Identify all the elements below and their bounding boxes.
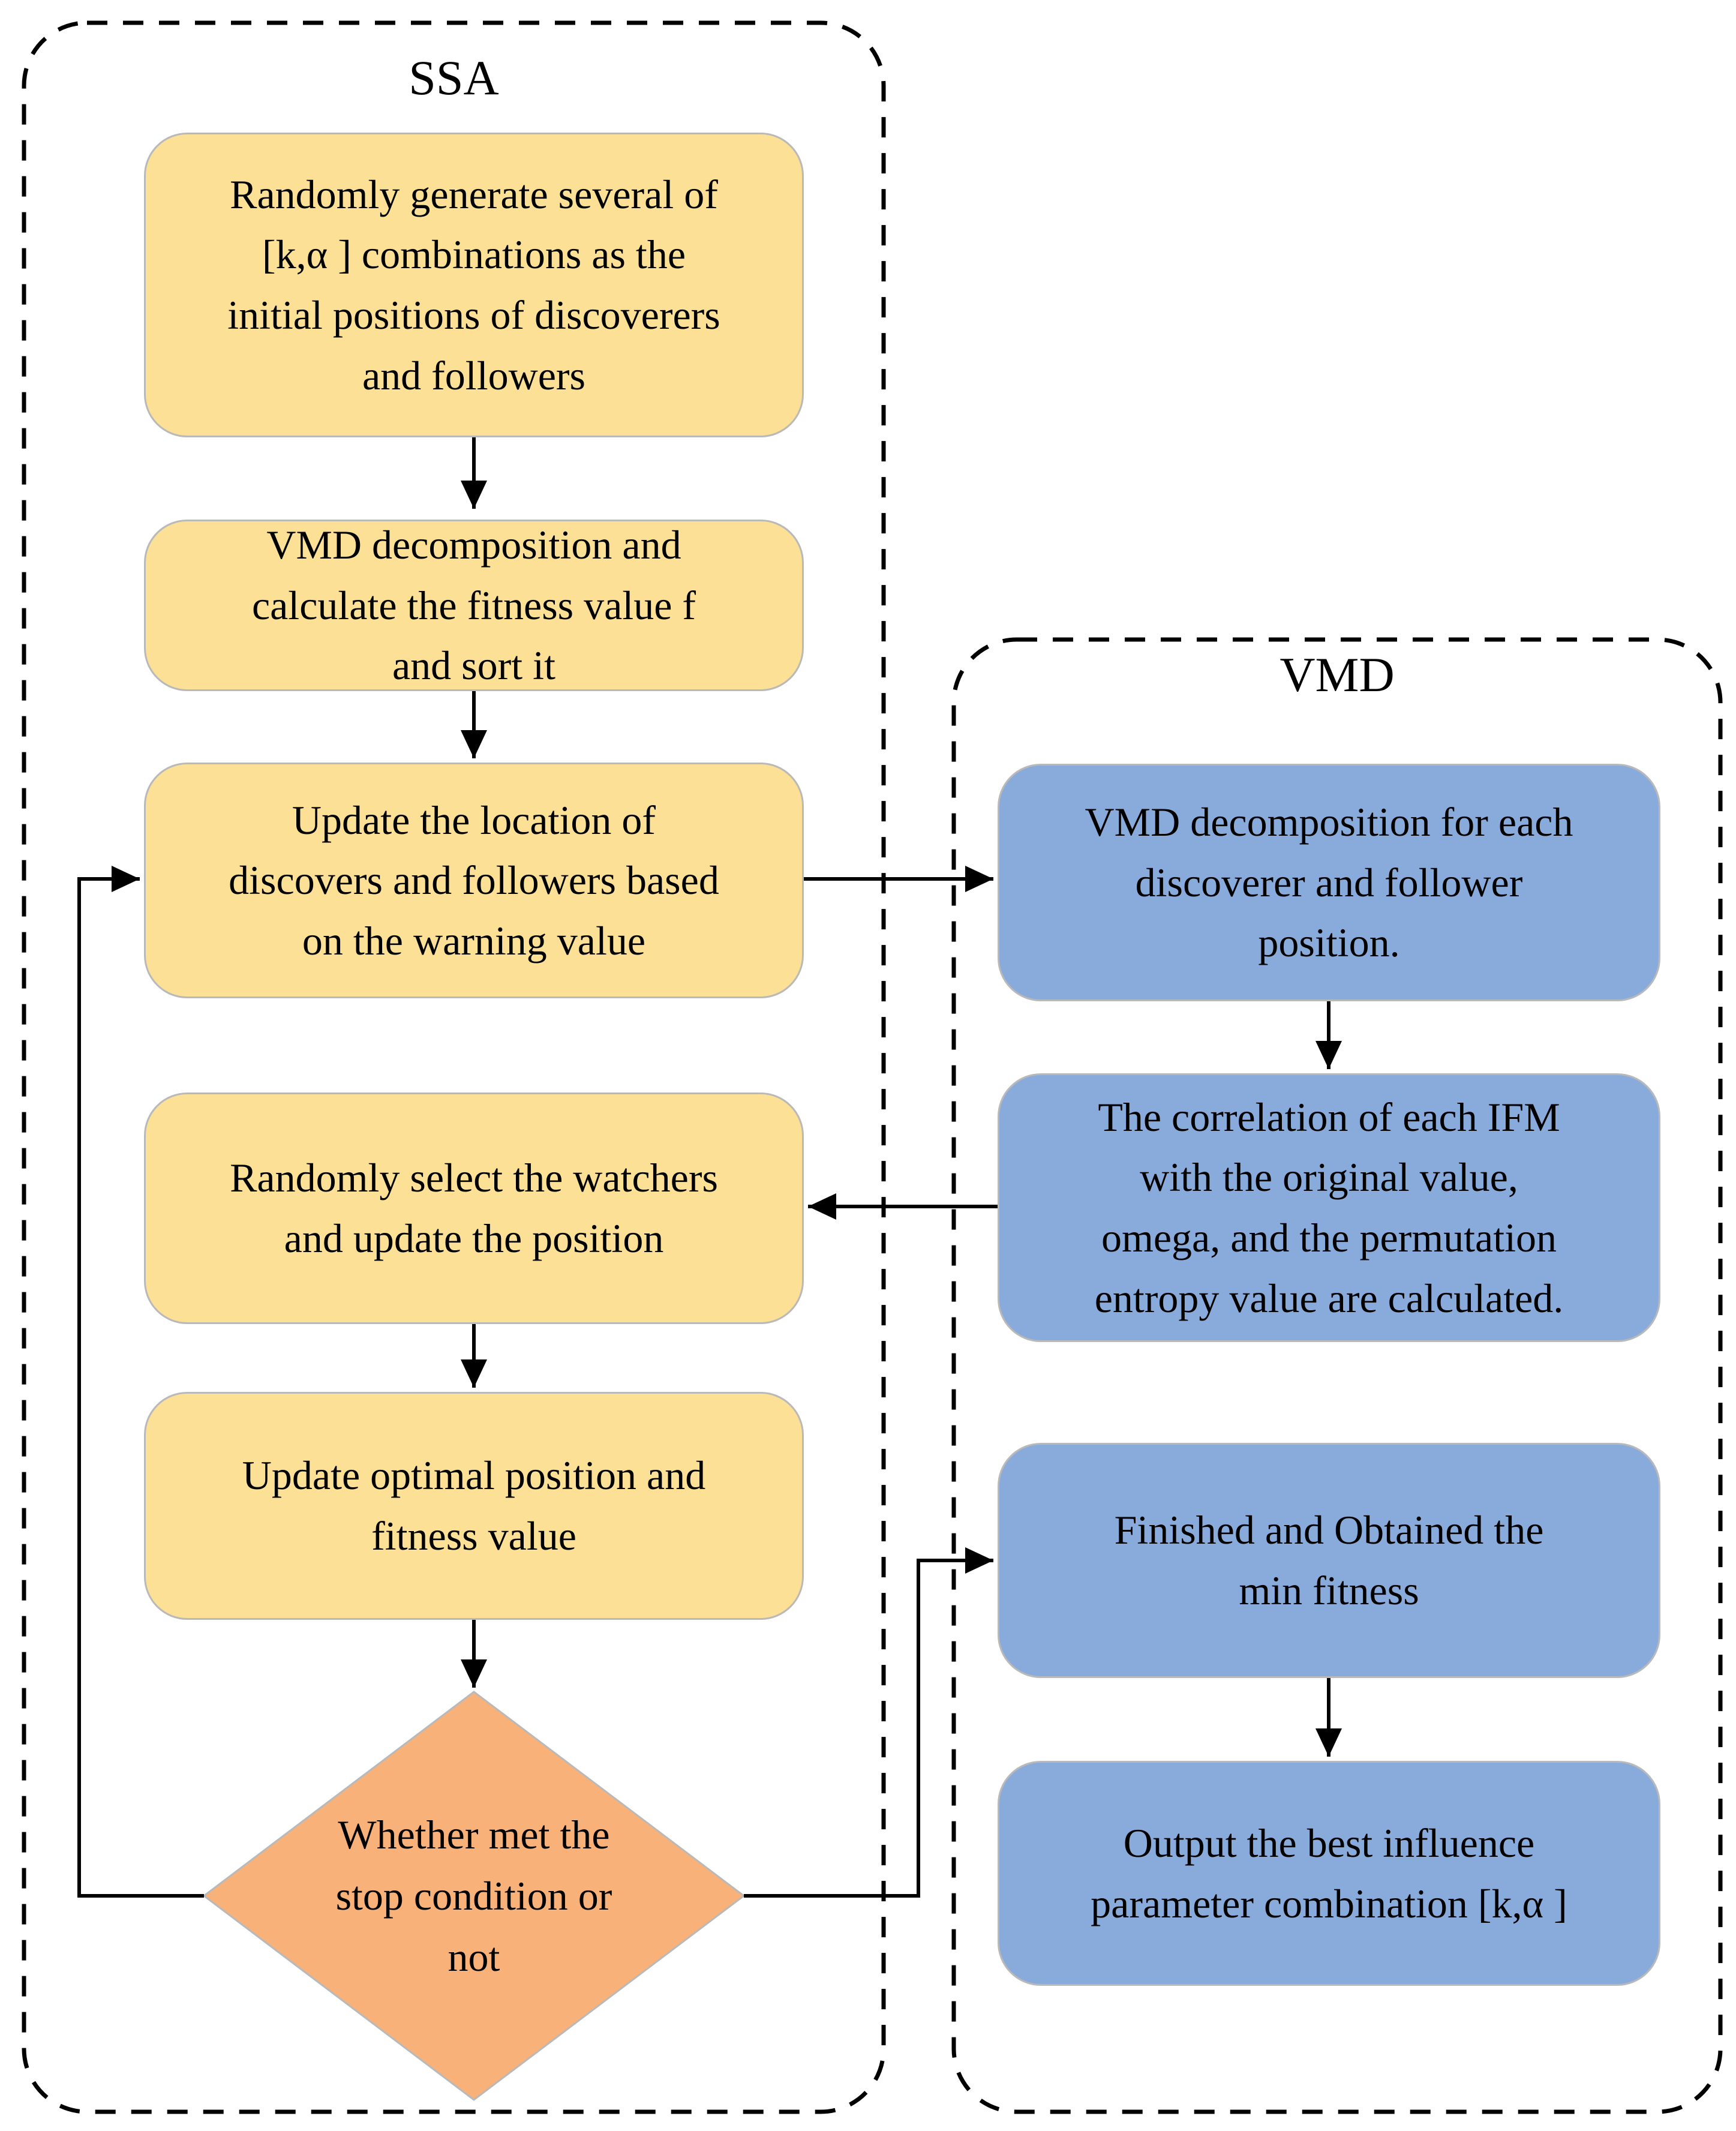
ssa-step-vmd-decompose-fitness: VMD decomposition and calculate the fitn… [144, 520, 804, 691]
connector-decision-to-finished [744, 1547, 993, 1898]
ssa-step-select-watchers: Randomly select the watchers and update … [144, 1092, 804, 1324]
ssa-container-border [22, 20, 886, 2114]
connector-decision-loop-back [77, 866, 204, 1898]
vmd-step-finished-min-fitness: Finished and Obtained the min fitness [998, 1443, 1660, 1678]
ssa-step-generate-combinations: Randomly generate several of [k,α ] comb… [144, 133, 804, 437]
ssa-step-update-location: Update the location of discovers and fol… [144, 763, 804, 998]
vmd-container-border [951, 637, 1723, 2114]
vmd-step-output-best-parameters: Output the best influence parameter comb… [998, 1761, 1660, 1986]
vmd-title: VMD [1280, 647, 1395, 702]
vmd-step-correlation: The correlation of each IFM with the ori… [998, 1073, 1660, 1342]
vmd-step-decomposition: VMD decomposition for each discoverer an… [998, 764, 1660, 1001]
ssa-title: SSA [409, 50, 499, 105]
ssa-step-update-optimal: Update optimal position and fitness valu… [144, 1392, 804, 1620]
ssa-decision-label: Whether met the stop condition or not [335, 1812, 612, 1980]
decision-diamond-shape [202, 1691, 746, 2101]
